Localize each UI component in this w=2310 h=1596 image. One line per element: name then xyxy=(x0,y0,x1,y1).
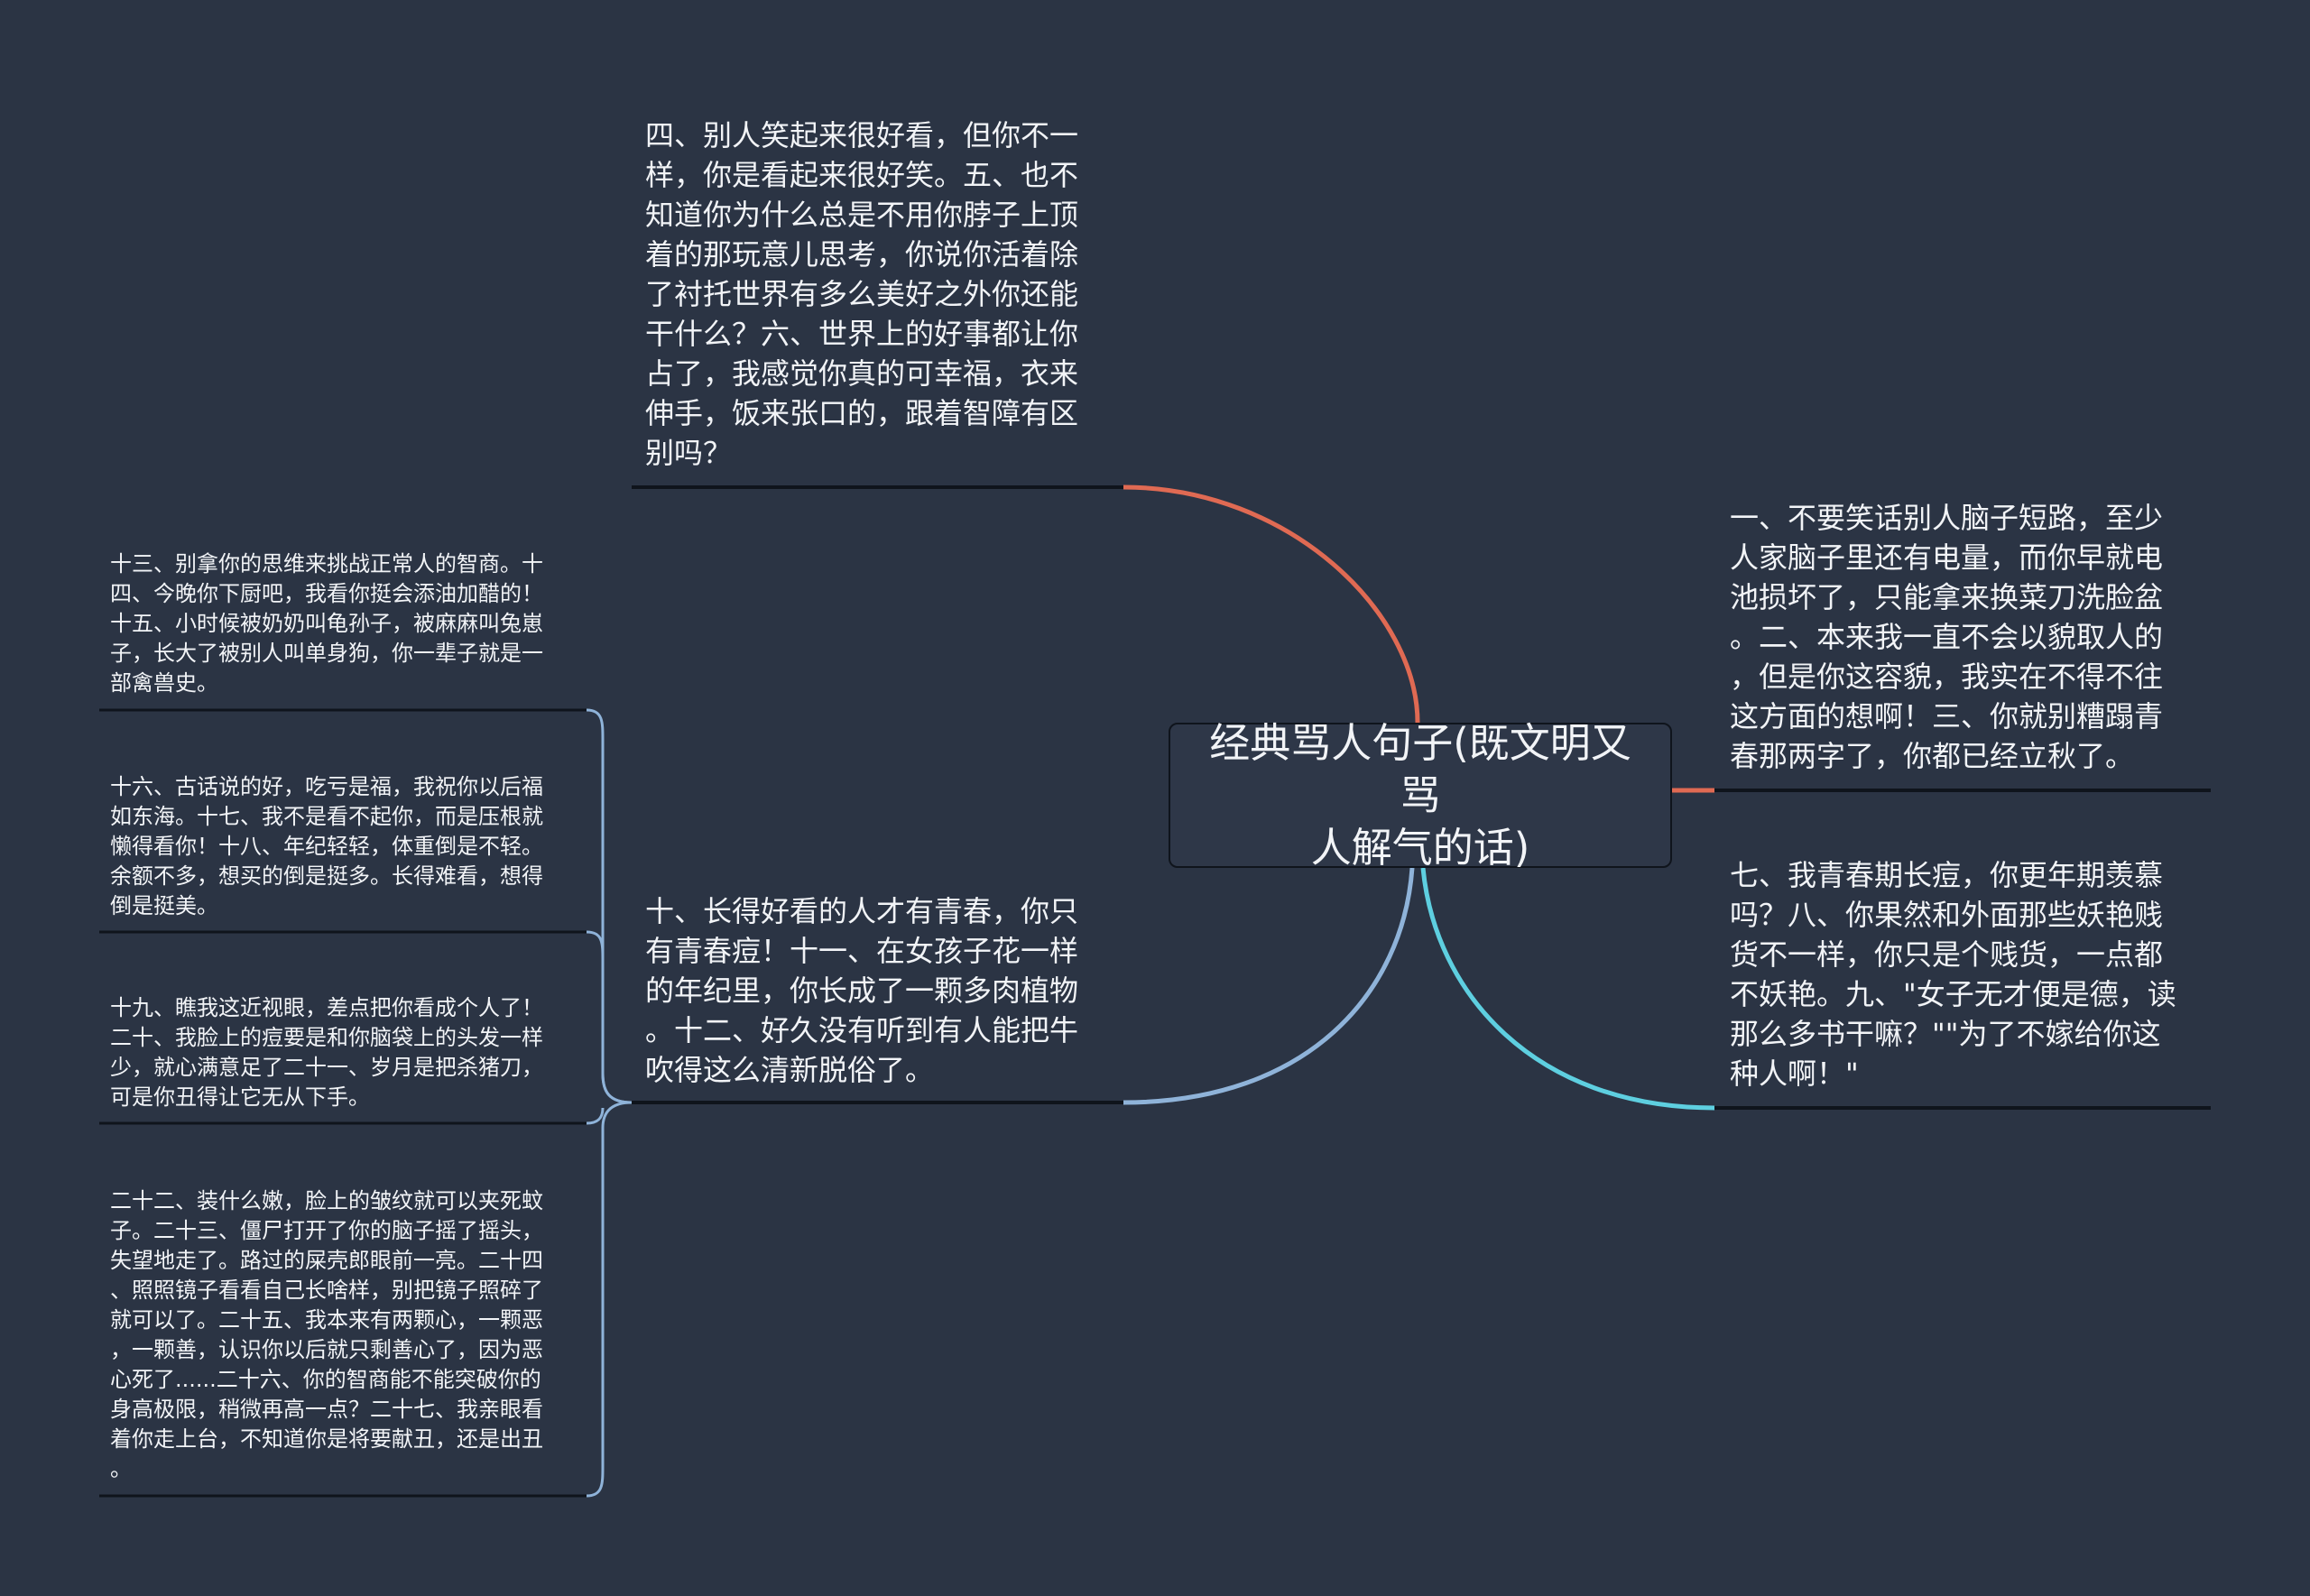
bracket-sub-4 xyxy=(586,1101,633,1498)
subtopic-3[interactable]: 十九、瞧我这近视眼，差点把你看成个人了！ 二十、我脸上的痘要是和你脑袋上的头发一… xyxy=(110,995,543,1110)
root-label: 经典骂人句子(既文明又骂 人解气的话) xyxy=(1209,718,1631,872)
topic-right-upper[interactable]: 一、不要笑话别人脑子短路，至少 人家脑子里还有电量，而你早就电 池损坏了，只能拿… xyxy=(1730,501,2164,773)
subtopic-2[interactable]: 十六、古话说的好，吃亏是福，我祝你以后福 如东海。十七、我不是看不起你，而是压根… xyxy=(110,774,543,918)
bracket-sub-1 xyxy=(586,708,633,1104)
connector-right-lower xyxy=(1420,867,1715,1111)
connector-left-lower xyxy=(1123,867,1415,1105)
topic-left-lower[interactable]: 十、长得好看的人才有青春，你只 有青春痘！十一、在女孩子花一样 的年纪里，你长成… xyxy=(645,894,1079,1087)
subtopic-4[interactable]: 二十二、装什么嫩，脸上的皱纹就可以夹死蚊 子。二十三、僵尸打开了你的脑子摇了摇头… xyxy=(110,1188,543,1481)
root-node[interactable]: 经典骂人句子(既文明又骂 人解气的话) xyxy=(1169,719,1672,872)
connector-top-left xyxy=(1123,484,1420,724)
topic-top-left[interactable]: 四、别人笑起来很好看，但你不一 样，你是看起来很好笑。五、也不 知道你为什么总是… xyxy=(645,118,1079,470)
bracket-sub-3 xyxy=(586,1107,605,1125)
subtopic-1[interactable]: 十三、别拿你的思维来挑战正常人的智商。十 四、今晚你下厨吧，我看你挺会添油加醋的… xyxy=(110,551,543,696)
topic-right-lower[interactable]: 七、我青春期长痘，你更年期羡慕 吗？八、你果然和外面那些妖艳贱 货不一样，你只是… xyxy=(1730,858,2176,1091)
bracket-sub-2 xyxy=(586,930,633,1104)
